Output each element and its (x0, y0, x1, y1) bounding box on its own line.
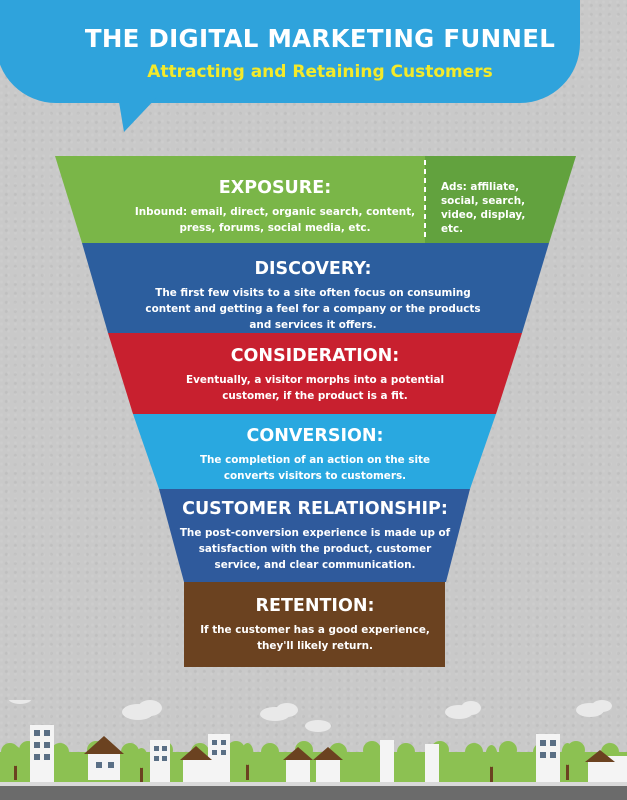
window-pattern (34, 730, 556, 768)
tree-icon (9, 743, 574, 782)
stage-exposure: EXPOSURE: Inbound: email, direct, organi… (120, 178, 430, 236)
cloud-icon (8, 700, 612, 732)
funnel-band-retention (184, 582, 445, 667)
page-title: THE DIGITAL MARKETING FUNNEL (84, 24, 556, 53)
sidewalk (0, 782, 627, 786)
funnel-band-conversion (133, 414, 496, 489)
funnel-band-discovery (82, 243, 549, 333)
header-bubble (0, 0, 580, 103)
funnel-band-consideration (108, 333, 522, 414)
stage-heading: DISCOVERY: (254, 259, 372, 279)
stage-body: The completion of an action on the site … (199, 454, 431, 482)
funnel-band-exposure (55, 156, 425, 243)
town-illustration (0, 700, 627, 800)
stage-retention: RETENTION: If the customer has a good ex… (195, 596, 435, 654)
stage-body: The post-conversion experience is made u… (179, 527, 451, 571)
header-bubble-tail (118, 96, 158, 132)
stage-body: Inbound: email, direct, organic search, … (134, 206, 416, 234)
road (0, 786, 627, 800)
funnel-band-customer-relationship (159, 489, 470, 582)
stage-body: The first few visits to a site often foc… (145, 287, 481, 331)
stage-heading: RETENTION: (255, 596, 375, 616)
stage-heading: EXPOSURE: (218, 178, 332, 198)
stage-body: If the customer has a good experience, t… (200, 624, 430, 652)
stage-customer-relationship: CUSTOMER RELATIONSHIP: The post-conversi… (175, 499, 455, 573)
house-icon (84, 736, 615, 782)
stage-discovery: DISCOVERY: The first few visits to a sit… (138, 259, 488, 333)
stage-heading: CONSIDERATION: (230, 346, 400, 366)
stage-consideration: CONSIDERATION: Eventually, a visitor mor… (170, 346, 460, 404)
funnel-band-exposure-ads (425, 156, 576, 243)
stage-heading: CONVERSION: (246, 426, 384, 446)
exposure-ads-note: Ads: affiliate, social, search, video, d… (441, 181, 526, 235)
stage-body: Eventually, a visitor morphs into a pote… (185, 374, 445, 402)
stage-conversion: CONVERSION: The completion of an action … (180, 426, 450, 484)
page-subtitle: Attracting and Retaining Customers (147, 62, 493, 82)
stage-heading: CUSTOMER RELATIONSHIP: (182, 499, 448, 519)
